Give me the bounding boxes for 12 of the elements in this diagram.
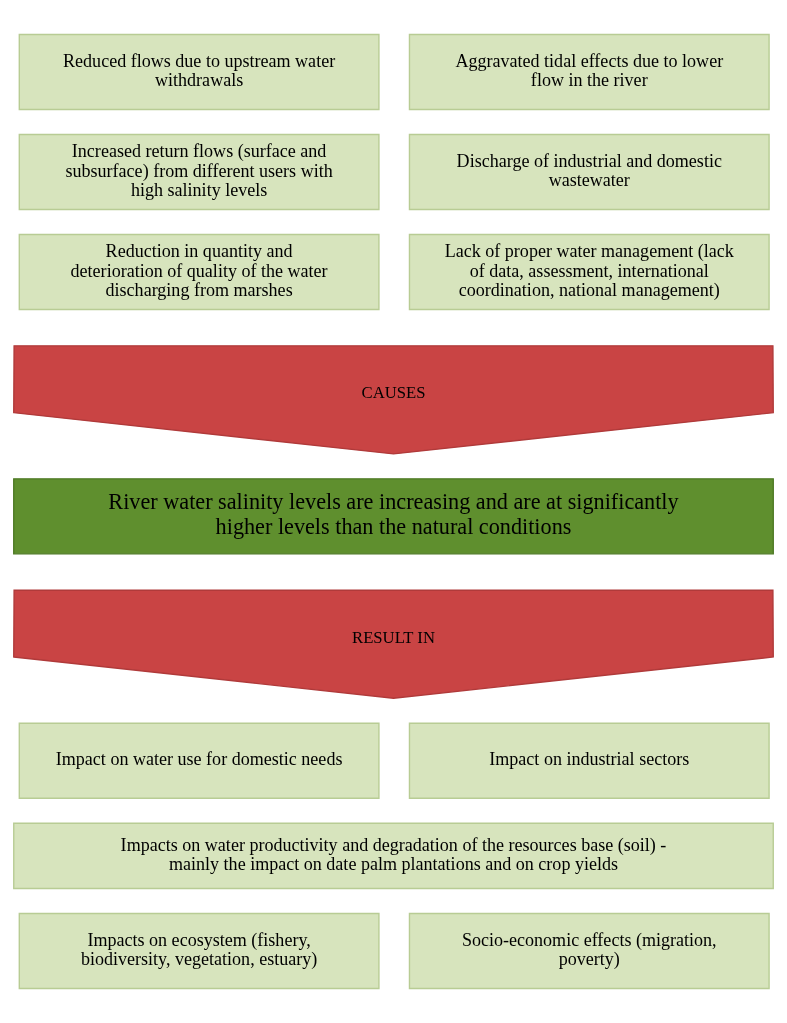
node-box: Aggravated tidal effects due to lower flow in the river [408, 33, 770, 111]
node-box: Impact on water use for domestic needs [18, 722, 380, 799]
node-box: Impacts on water productivity and degradation of the resources base (soil) - mainly the impact on date palm plantations and on crop yields [13, 822, 774, 890]
node-box: River water salinity levels are increasing and are at significantly higher levels than the natural conditions [13, 478, 774, 555]
node-box: Lack of proper water management (lack of data, assessment, international coordination, national management) [408, 233, 770, 311]
node-box: Reduction in quantity and deterioration of quality of the water discharging from marshes [18, 233, 380, 311]
node-box: Discharge of industrial and domestic wastewater [408, 133, 770, 211]
node-box: Impacts on ecosystem (fishery, biodiversity, vegetation, estuary) [18, 912, 380, 990]
node-box: Reduced flows due to upstream water withdrawals [18, 33, 380, 111]
node-box: Increased return flows (surface and subsurface) from different users with high salinity levels [18, 133, 380, 211]
node-box: Socio-economic effects (migration, poverty) [408, 912, 770, 990]
node-box: Impact on industrial sectors [408, 722, 770, 799]
